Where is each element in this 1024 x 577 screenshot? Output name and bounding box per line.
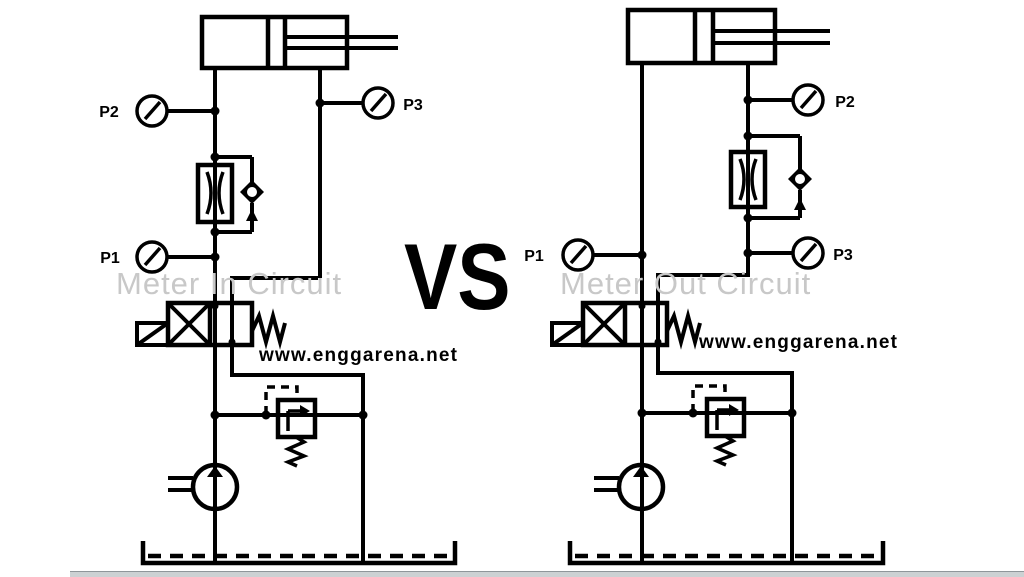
pressure-relief-valve (637, 384, 797, 467)
gauge-label-p3: P3 (833, 247, 853, 264)
double-acting-cylinder (625, 7, 830, 66)
check-valve (748, 134, 812, 220)
pressure-gauge-p1: P1 (524, 238, 647, 272)
solenoid-icon (135, 321, 170, 347)
restrictor-icon (205, 171, 213, 215)
pump-flow-triangle-icon (207, 466, 223, 477)
relief-arrow-icon (729, 404, 739, 416)
gauge-needle-icon (143, 100, 162, 121)
pressure-gauge-p3: P3 (315, 86, 423, 120)
meter-in-circuit: P2 P3 (99, 14, 458, 566)
gauge-needle-icon (569, 244, 588, 265)
restrictor-icon (750, 158, 758, 201)
check-valve (215, 155, 264, 234)
hydraulic-pump (594, 462, 666, 512)
watermark-title: Meter Out Circuit (560, 266, 811, 301)
flow-arrow-icon (794, 198, 806, 210)
spring-icon (712, 434, 738, 467)
spring-icon (665, 308, 702, 350)
restrictor-icon (217, 171, 225, 215)
gauge-needle-icon (799, 242, 818, 263)
pressure-gauge-p1: P1 (100, 240, 220, 274)
flow-control-valve (195, 152, 235, 237)
pressure-relief-valve (210, 385, 368, 468)
versus-label: VS (404, 225, 511, 330)
hydraulic-pump (168, 462, 240, 512)
reservoir-tank (567, 541, 886, 566)
gauge-needle-icon (369, 92, 388, 113)
pressure-gauge-p3: P3 (743, 236, 853, 270)
spring-icon (250, 308, 287, 350)
gauge-label-p2: P2 (99, 104, 119, 121)
pilot-line (691, 384, 727, 412)
solenoid-directional-valve (550, 300, 702, 350)
pressure-gauge-p2: P2 (743, 83, 855, 117)
solenoid-icon (550, 321, 585, 347)
pressure-gauge-p2: P2 (99, 94, 220, 128)
restrictor-icon (738, 158, 746, 201)
solenoid-directional-valve (135, 300, 287, 350)
flow-control-valve (728, 131, 768, 223)
gauge-needle-icon (143, 246, 162, 267)
pilot-line (264, 385, 299, 414)
flow-arrow-icon (246, 209, 258, 221)
relief-arrow-icon (300, 405, 310, 417)
gauge-label-p2: P2 (835, 94, 855, 111)
gauge-label-p3: P3 (403, 97, 423, 114)
gauge-label-p1: P1 (100, 250, 120, 267)
meter-out-circuit: P2 P1 (524, 7, 898, 566)
double-acting-cylinder (199, 14, 398, 71)
spring-icon (283, 435, 309, 468)
bottom-progress-bar (70, 571, 1024, 577)
reservoir-tank (140, 541, 458, 566)
watermark-title: Meter In Circuit (116, 266, 342, 301)
gauge-label-p1: P1 (524, 248, 544, 265)
gauge-needle-icon (799, 89, 818, 110)
website-text: www.enggarena.net (258, 345, 458, 366)
pump-flow-triangle-icon (633, 466, 649, 477)
website-text: www.enggarena.net (698, 332, 898, 353)
